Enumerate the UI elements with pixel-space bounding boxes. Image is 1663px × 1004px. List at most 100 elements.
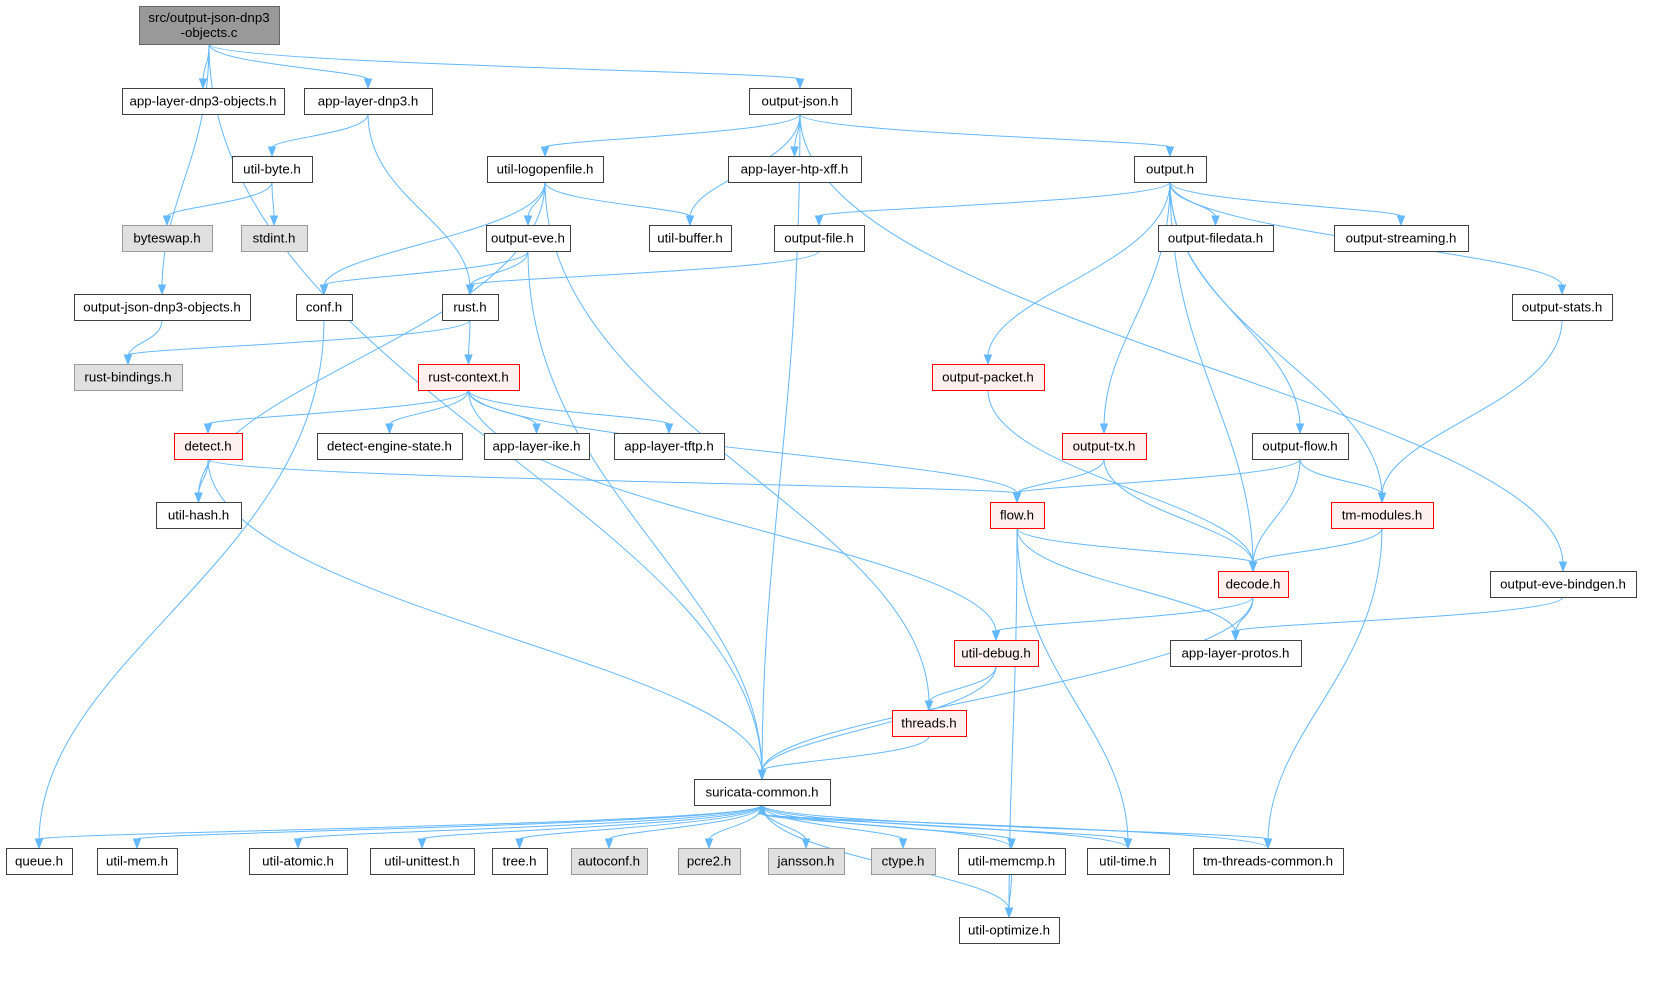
- node-al-dnp3-objects[interactable]: app-layer-dnp3-objects.h: [122, 88, 285, 115]
- node-conf-h[interactable]: conf.h: [296, 294, 353, 321]
- node-output-packet[interactable]: output-packet.h: [932, 364, 1045, 391]
- node-al-protos[interactable]: app-layer-protos.h: [1170, 640, 1302, 667]
- node-output-streaming[interactable]: output-streaming.h: [1334, 225, 1469, 252]
- node-output-stats[interactable]: output-stats.h: [1512, 294, 1613, 321]
- edge-suricata_common-to-ctype: [761, 804, 908, 850]
- edge-root-to-al_dnp3: [208, 43, 373, 90]
- edge-arrowhead: [198, 78, 208, 90]
- node-output-filedata[interactable]: output-filedata.h: [1158, 225, 1274, 252]
- edge-line: [208, 43, 763, 771]
- node-util-optimize[interactable]: util-optimize.h: [959, 917, 1060, 944]
- node-ctype[interactable]: ctype.h: [871, 848, 936, 875]
- node-output-file[interactable]: output-file.h: [774, 225, 865, 252]
- edge-output_eve-to-rust_h: [465, 250, 529, 296]
- edge-line: [761, 665, 997, 771]
- node-box: [892, 710, 967, 737]
- node-tm-threads-common[interactable]: tm-threads-common.h: [1193, 848, 1344, 875]
- node-util-hash[interactable]: util-hash.h: [156, 502, 242, 529]
- node-jansson[interactable]: jansson.h: [768, 848, 845, 875]
- node-label: suricata-common.h: [705, 785, 818, 800]
- node-rust-bindings[interactable]: rust-bindings.h: [74, 364, 183, 391]
- node-box: [1252, 433, 1349, 460]
- node-pcre2[interactable]: pcre2.h: [678, 848, 741, 875]
- node-label: util-byte.h: [243, 162, 301, 177]
- node-al-tftp[interactable]: app-layer-tftp.h: [614, 433, 725, 460]
- node-label: autoconf.h: [578, 854, 640, 869]
- edge-arrowhead: [1165, 146, 1175, 158]
- node-ojd3o-h[interactable]: output-json-dnp3-objects.h: [74, 294, 251, 321]
- node-box: [304, 88, 433, 115]
- node-label: -objects.c: [181, 25, 238, 40]
- edge-output_flow-to-flow_h: [1012, 458, 1301, 504]
- node-label: util-hash.h: [168, 508, 229, 523]
- node-rust-context[interactable]: rust-context.h: [418, 364, 520, 391]
- edge-arrowhead: [194, 492, 203, 504]
- node-util-unittest[interactable]: util-unittest.h: [370, 848, 475, 875]
- node-decode-h[interactable]: decode.h: [1218, 571, 1289, 598]
- node-util-buffer[interactable]: util-buffer.h: [649, 225, 732, 252]
- edge-arrowhead: [604, 838, 614, 850]
- node-output-tx[interactable]: output-tx.h: [1062, 433, 1147, 460]
- edge-arrowhead: [1211, 215, 1220, 227]
- edge-util_debug-to-threads_h: [924, 665, 997, 712]
- node-box: [249, 848, 348, 875]
- node-root[interactable]: src/output-json-dnp3-objects.c: [139, 6, 280, 45]
- edge-line: [208, 43, 801, 80]
- node-al-dnp3[interactable]: app-layer-dnp3.h: [304, 88, 433, 115]
- node-box: [1062, 433, 1147, 460]
- node-tm-modules[interactable]: tm-modules.h: [1331, 502, 1434, 529]
- edge-line: [367, 113, 471, 286]
- node-tree-h[interactable]: tree.h: [492, 848, 548, 875]
- node-al-htp-xff[interactable]: app-layer-htp-xff.h: [728, 156, 862, 183]
- edge-line: [127, 319, 163, 356]
- node-output-json[interactable]: output-json.h: [749, 88, 852, 115]
- node-al-ike[interactable]: app-layer-ike.h: [484, 433, 590, 460]
- node-label: output-streaming.h: [1346, 231, 1457, 246]
- node-util-time[interactable]: util-time.h: [1087, 848, 1170, 875]
- node-label: output-tx.h: [1073, 439, 1136, 454]
- node-autoconf[interactable]: autoconf.h: [571, 848, 648, 875]
- node-box: [317, 433, 463, 460]
- node-label: app-layer-tftp.h: [624, 439, 713, 454]
- edge-output_json-to-output_eve_bindgen: [799, 113, 1568, 573]
- node-output-eve-bindgen[interactable]: output-eve-bindgen.h: [1490, 571, 1637, 598]
- edge-line: [1252, 527, 1383, 563]
- node-output-eve[interactable]: output-eve.h: [486, 225, 571, 252]
- node-detect-h[interactable]: detect.h: [174, 433, 243, 460]
- node-queue-h[interactable]: queue.h: [6, 848, 73, 875]
- edge-line: [1235, 596, 1254, 632]
- node-label: util-atomic.h: [262, 854, 334, 869]
- edge-output_h-to-output_streaming: [1169, 181, 1406, 227]
- node-util-memcmp[interactable]: util-memcmp.h: [958, 848, 1066, 875]
- node-box: [871, 848, 936, 875]
- edge-line: [271, 181, 275, 217]
- node-label: rust-context.h: [428, 370, 509, 385]
- node-box: [487, 156, 604, 183]
- edge-arrowhead: [123, 354, 133, 366]
- node-box: [614, 433, 725, 460]
- node-util-byte[interactable]: util-byte.h: [232, 156, 313, 183]
- node-flow-h[interactable]: flow.h: [990, 502, 1045, 529]
- node-output-flow[interactable]: output-flow.h: [1252, 433, 1349, 460]
- node-output-h[interactable]: output.h: [1134, 156, 1207, 183]
- edge-line: [761, 804, 904, 840]
- node-threads-h[interactable]: threads.h: [892, 710, 967, 737]
- edge-al_dnp3-to-util_byte: [267, 113, 369, 158]
- node-util-atomic[interactable]: util-atomic.h: [249, 848, 348, 875]
- node-label: detect.h: [184, 439, 231, 454]
- edge-line: [207, 458, 1018, 494]
- node-label: src/output-json-dnp3: [148, 10, 269, 25]
- node-detect-engine-state[interactable]: detect-engine-state.h: [317, 433, 463, 460]
- edge-arrowhead: [991, 630, 1001, 642]
- node-util-debug[interactable]: util-debug.h: [954, 640, 1039, 667]
- node-suricata-common[interactable]: suricata-common.h: [694, 779, 831, 806]
- edge-output_file-to-rust_h: [465, 250, 820, 296]
- node-byteswap[interactable]: byteswap.h: [122, 225, 213, 252]
- node-util-logopenfile[interactable]: util-logopenfile.h: [487, 156, 604, 183]
- edge-util_logopenfile-to-threads_h: [544, 181, 934, 712]
- edge-util_time-to-suricata_common: [757, 803, 1129, 849]
- node-util-mem[interactable]: util-mem.h: [97, 848, 178, 875]
- edge-suricata_common-to-util_time: [761, 804, 1133, 850]
- node-rust-h[interactable]: rust.h: [442, 294, 499, 321]
- node-stdint[interactable]: stdint.h: [241, 225, 308, 252]
